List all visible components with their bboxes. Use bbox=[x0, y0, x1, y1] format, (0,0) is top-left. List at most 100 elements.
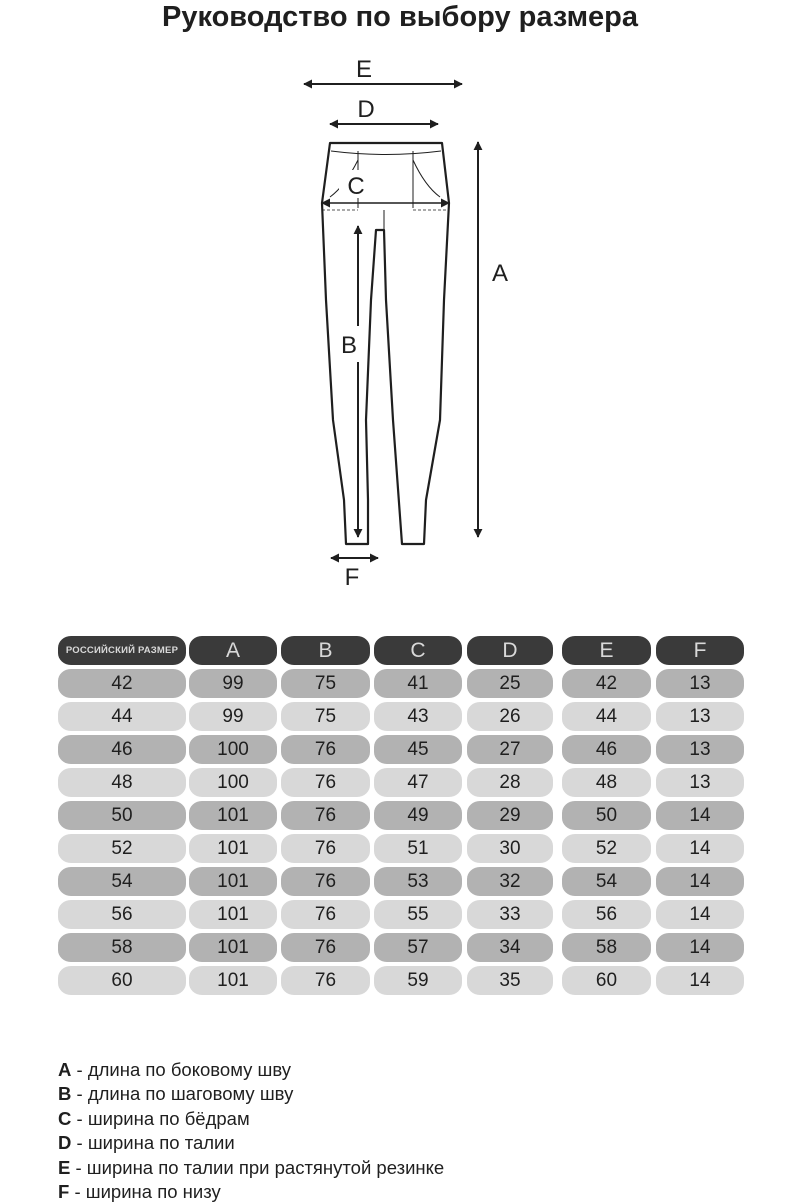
cell-B: 76 bbox=[281, 966, 370, 995]
cell-E: 60 bbox=[562, 966, 651, 995]
cell-C: 45 bbox=[374, 735, 462, 764]
cell-size: 42 bbox=[58, 669, 186, 698]
legend-item: D - ширина по талии bbox=[58, 1131, 444, 1155]
cell-E: 42 bbox=[562, 669, 651, 698]
cell-F: 14 bbox=[656, 801, 744, 830]
cell-size: 60 bbox=[58, 966, 186, 995]
legend-text: - длина по боковому шву bbox=[71, 1059, 292, 1080]
cell-F: 14 bbox=[656, 933, 744, 962]
cell-E: 44 bbox=[562, 702, 651, 731]
legend-item: F - ширина по низу bbox=[58, 1180, 444, 1204]
header-B: B bbox=[281, 636, 370, 665]
label-C: C bbox=[347, 173, 364, 200]
cell-B: 75 bbox=[281, 702, 370, 731]
label-A: A bbox=[492, 260, 508, 287]
cell-D: 34 bbox=[467, 933, 553, 962]
legend-key: B bbox=[58, 1083, 72, 1105]
legend-item: B - длина по шаговому шву bbox=[58, 1082, 444, 1106]
cell-F: 13 bbox=[656, 735, 744, 764]
cell-D: 30 bbox=[467, 834, 553, 863]
cell-D: 26 bbox=[467, 702, 553, 731]
cell-B: 76 bbox=[281, 867, 370, 896]
cell-E: 48 bbox=[562, 768, 651, 797]
cell-A: 99 bbox=[189, 702, 277, 731]
cell-B: 75 bbox=[281, 669, 370, 698]
cell-E: 50 bbox=[562, 801, 651, 830]
label-E: E bbox=[356, 56, 372, 83]
cell-E: 46 bbox=[562, 735, 651, 764]
pants-diagram: E D C A B F bbox=[303, 56, 508, 591]
cell-A: 99 bbox=[189, 669, 277, 698]
cell-E: 54 bbox=[562, 867, 651, 896]
cell-size: 48 bbox=[58, 768, 186, 797]
cell-size: 44 bbox=[58, 702, 186, 731]
cell-C: 43 bbox=[374, 702, 462, 731]
cell-F: 13 bbox=[656, 702, 744, 731]
cell-C: 51 bbox=[374, 834, 462, 863]
cell-A: 101 bbox=[189, 966, 277, 995]
cell-A: 101 bbox=[189, 801, 277, 830]
header-A: A bbox=[189, 636, 277, 665]
cell-F: 14 bbox=[656, 867, 744, 896]
cell-A: 101 bbox=[189, 867, 277, 896]
cell-C: 55 bbox=[374, 900, 462, 929]
cell-B: 76 bbox=[281, 801, 370, 830]
cell-E: 56 bbox=[562, 900, 651, 929]
cell-D: 29 bbox=[467, 801, 553, 830]
cell-D: 33 bbox=[467, 900, 553, 929]
cell-D: 35 bbox=[467, 966, 553, 995]
cell-E: 52 bbox=[562, 834, 651, 863]
page-title: Руководство по выбору размера bbox=[161, 1, 638, 33]
cell-size: 56 bbox=[58, 900, 186, 929]
cell-A: 100 bbox=[189, 735, 277, 764]
cell-D: 28 bbox=[467, 768, 553, 797]
legend-key: E bbox=[58, 1156, 71, 1178]
legend-key: F bbox=[58, 1181, 70, 1203]
cell-size: 50 bbox=[58, 801, 186, 830]
cell-F: 14 bbox=[656, 900, 744, 929]
table-header-row: РОССИЙСКИЙ РАЗМЕР A B C D E F bbox=[58, 636, 744, 669]
label-B: B bbox=[341, 332, 357, 359]
header-E: E bbox=[562, 636, 651, 665]
label-D: D bbox=[357, 96, 374, 123]
cell-size: 46 bbox=[58, 735, 186, 764]
legend-text: - ширина по талии bbox=[71, 1132, 235, 1154]
legend-text: - ширина по бёдрам bbox=[71, 1107, 250, 1129]
cell-D: 27 bbox=[467, 735, 553, 764]
legend-key: D bbox=[58, 1132, 72, 1154]
cell-size: 52 bbox=[58, 834, 186, 863]
cell-C: 49 bbox=[374, 801, 462, 830]
cell-B: 76 bbox=[281, 768, 370, 797]
cell-B: 76 bbox=[281, 834, 370, 863]
cell-F: 14 bbox=[656, 834, 744, 863]
legend-key: C bbox=[58, 1107, 72, 1129]
cell-A: 101 bbox=[189, 834, 277, 863]
cell-E: 58 bbox=[562, 933, 651, 962]
cell-B: 76 bbox=[281, 735, 370, 764]
cell-B: 76 bbox=[281, 900, 370, 929]
cell-C: 53 bbox=[374, 867, 462, 896]
label-F: F bbox=[345, 564, 360, 591]
cell-B: 76 bbox=[281, 933, 370, 962]
cell-F: 13 bbox=[656, 669, 744, 698]
legend-item: C - ширина по бёдрам bbox=[58, 1107, 444, 1131]
cell-A: 100 bbox=[189, 768, 277, 797]
header-D: D bbox=[467, 636, 553, 665]
cell-C: 41 bbox=[374, 669, 462, 698]
pants-outline bbox=[320, 141, 451, 546]
legend-item: E - ширина по талии при растянутой резин… bbox=[58, 1156, 444, 1180]
legend-item: A - длина по боковому шву bbox=[58, 1058, 444, 1082]
header-russian-size: РОССИЙСКИЙ РАЗМЕР bbox=[58, 636, 186, 665]
cell-A: 101 bbox=[189, 933, 277, 962]
cell-D: 25 bbox=[467, 669, 553, 698]
